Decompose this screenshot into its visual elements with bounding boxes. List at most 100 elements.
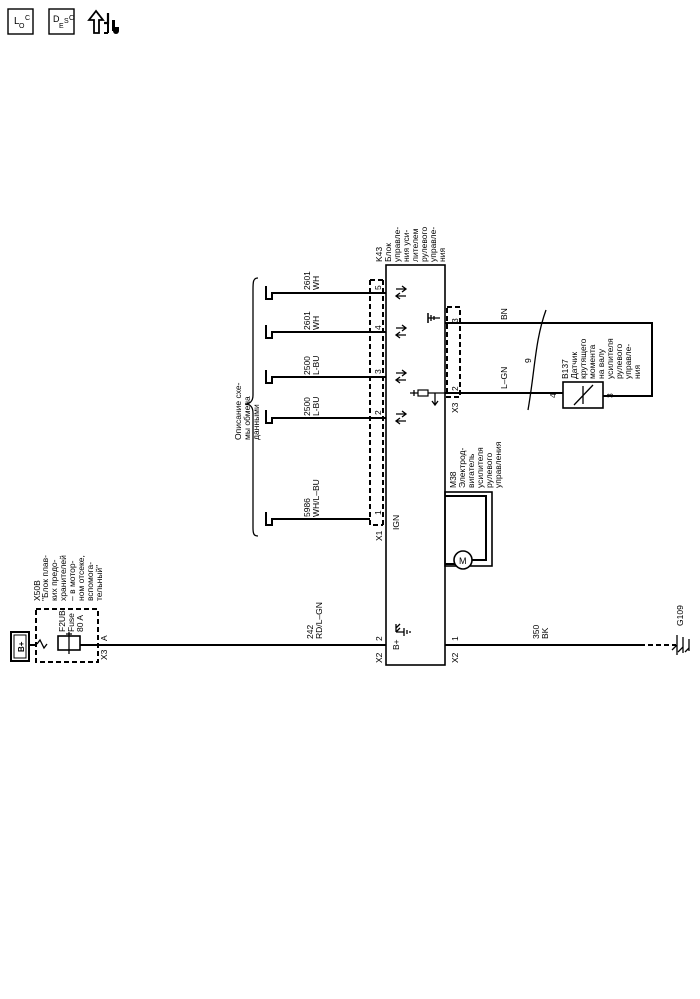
svg-text:BK: BK xyxy=(540,627,550,639)
svg-text:F2UB: F2UB xyxy=(57,610,67,632)
svg-text:момента: момента xyxy=(587,344,597,379)
svg-text:X2: X2 xyxy=(374,652,384,663)
svg-text:B+: B+ xyxy=(391,639,401,650)
svg-text:на валу: на валу xyxy=(596,348,606,379)
svg-text:управле-: управле- xyxy=(428,227,438,262)
svg-text:управле-: управле- xyxy=(392,227,402,262)
svg-text:L-BU: L-BU xyxy=(311,356,321,375)
svg-text:C: C xyxy=(25,15,30,22)
fuse-block-x50b: X50B "Блок плав- ких предо- хранителей –… xyxy=(32,555,109,663)
svg-text:WH: WH xyxy=(311,276,321,290)
fuse-block-desc: "Блок плав- ких предо- хранителей – в мо… xyxy=(40,555,104,601)
svg-text:RD/L–GN: RD/L–GN xyxy=(314,602,324,639)
fuse-label: F2UB Fuse 80 A xyxy=(57,610,85,632)
wire-bn xyxy=(445,322,653,397)
svg-text:3: 3 xyxy=(450,318,460,323)
connector-x3 xyxy=(446,306,461,398)
svg-text:WH: WH xyxy=(311,316,321,330)
svg-text:5986: 5986 xyxy=(302,498,312,517)
svg-text:крутящего: крутящего xyxy=(578,338,588,379)
ground-g109: G109 xyxy=(671,605,690,655)
comm-label: Описание схе- мы обмена данными xyxy=(233,382,261,440)
svg-text:ких предо-: ких предо- xyxy=(49,559,59,601)
svg-text:усилителя: усилителя xyxy=(605,338,615,379)
svg-text:хранителей: хранителей xyxy=(58,555,68,601)
desc-icon[interactable]: D E S C xyxy=(48,8,75,35)
svg-text:2: 2 xyxy=(374,636,384,641)
fuse-pin-a: A xyxy=(99,635,109,641)
ground-wire-label: 350 BK xyxy=(531,625,550,639)
svg-text:управле-: управле- xyxy=(623,344,633,379)
svg-text:M38: M38 xyxy=(448,471,458,488)
svg-text:лителем: лителем xyxy=(410,228,420,262)
loc-icon[interactable]: L O C xyxy=(7,8,34,35)
svg-text:рулевого: рулевого xyxy=(484,453,494,488)
svg-text:O: O xyxy=(19,23,25,30)
svg-text:9: 9 xyxy=(523,358,533,363)
svg-text:рулевого: рулевого xyxy=(614,344,624,379)
svg-text:X1: X1 xyxy=(374,530,384,541)
svg-text:L-BU: L-BU xyxy=(311,397,321,416)
fuse-connector-x3: X3 xyxy=(99,649,109,660)
svg-text:управления: управления xyxy=(493,441,503,488)
comm-brace xyxy=(244,277,259,537)
module-k43: K43 Блок управле- ния уси- лителем рулев… xyxy=(374,227,447,666)
data-line-pin2: 2500 L-BU 2 xyxy=(265,397,408,425)
svg-text:G109: G109 xyxy=(675,605,685,626)
svg-text:S: S xyxy=(64,18,69,25)
motor-m38: M M38 Электрод- вигатель усилителя рулев… xyxy=(444,441,503,570)
svg-text:3: 3 xyxy=(373,369,383,374)
svg-text:Электрод-: Электрод- xyxy=(457,448,467,488)
svg-text:2500: 2500 xyxy=(302,397,312,416)
svg-text:IGN: IGN xyxy=(391,515,401,530)
svg-text:L–GN: L–GN xyxy=(499,367,509,389)
svg-text:M: M xyxy=(459,556,467,566)
svg-text:"Блок плав-: "Блок плав- xyxy=(40,555,50,601)
svg-text:2601: 2601 xyxy=(302,271,312,290)
data-line-pin3: 2500 L-BU 3 xyxy=(265,356,408,384)
svg-text:ния уси-: ния уси- xyxy=(401,229,411,262)
svg-text:E: E xyxy=(59,23,64,30)
svg-text:4: 4 xyxy=(548,393,558,398)
svg-text:2500: 2500 xyxy=(302,356,312,375)
svg-text:2: 2 xyxy=(373,410,383,415)
svg-text:– в мотор-: – в мотор- xyxy=(67,560,77,601)
svg-text:X3: X3 xyxy=(450,402,460,413)
connector-x1 xyxy=(369,279,384,526)
svg-text:3: 3 xyxy=(605,393,615,398)
svg-text:2: 2 xyxy=(450,386,460,391)
svg-text:80 A: 80 A xyxy=(75,615,85,632)
svg-text:BN: BN xyxy=(499,308,509,320)
svg-text:Описание схе-: Описание схе- xyxy=(233,382,243,440)
svg-text:ном отсеке,: ном отсеке, xyxy=(76,555,86,601)
power-wire-label: 242 RD/L–GN xyxy=(305,602,324,639)
svg-text:1: 1 xyxy=(373,510,383,515)
sensor-b137: 4 3 B137 Датчик крутящего момента на вал… xyxy=(548,338,642,409)
svg-text:усилителя: усилителя xyxy=(475,447,485,488)
svg-text:Fuse: Fuse xyxy=(66,613,76,632)
svg-text:рулевого: рулевого xyxy=(419,227,429,262)
svg-text:мы обмена: мы обмена xyxy=(242,396,252,440)
svg-text:X2: X2 xyxy=(450,652,460,663)
data-line-pin5: 2601 WH 5 xyxy=(265,271,408,300)
svg-text:L: L xyxy=(14,16,20,27)
data-line-pin1: 5986 WH/L–BU 1 xyxy=(265,479,383,526)
svg-text:1: 1 xyxy=(450,636,460,641)
shield-line xyxy=(527,309,547,411)
svg-text:ния: ния xyxy=(437,248,447,262)
svg-text:B+: B+ xyxy=(17,641,26,652)
svg-text:Датчик: Датчик xyxy=(569,352,579,379)
arrows-wrench-icon[interactable] xyxy=(87,9,119,34)
svg-text:Блок: Блок xyxy=(383,243,393,262)
svg-text:WH/L–BU: WH/L–BU xyxy=(311,479,321,517)
svg-text:D: D xyxy=(53,14,60,24)
data-line-pin4: 2601 WH 4 xyxy=(265,311,408,339)
svg-text:2601: 2601 xyxy=(302,311,312,330)
svg-text:5: 5 xyxy=(373,285,383,290)
svg-text:вспомога-: вспомога- xyxy=(85,562,95,601)
battery-symbol: B+ xyxy=(10,631,37,662)
svg-text:ния: ния xyxy=(632,365,642,379)
svg-text:4: 4 xyxy=(373,325,383,330)
svg-text:350: 350 xyxy=(531,625,541,639)
